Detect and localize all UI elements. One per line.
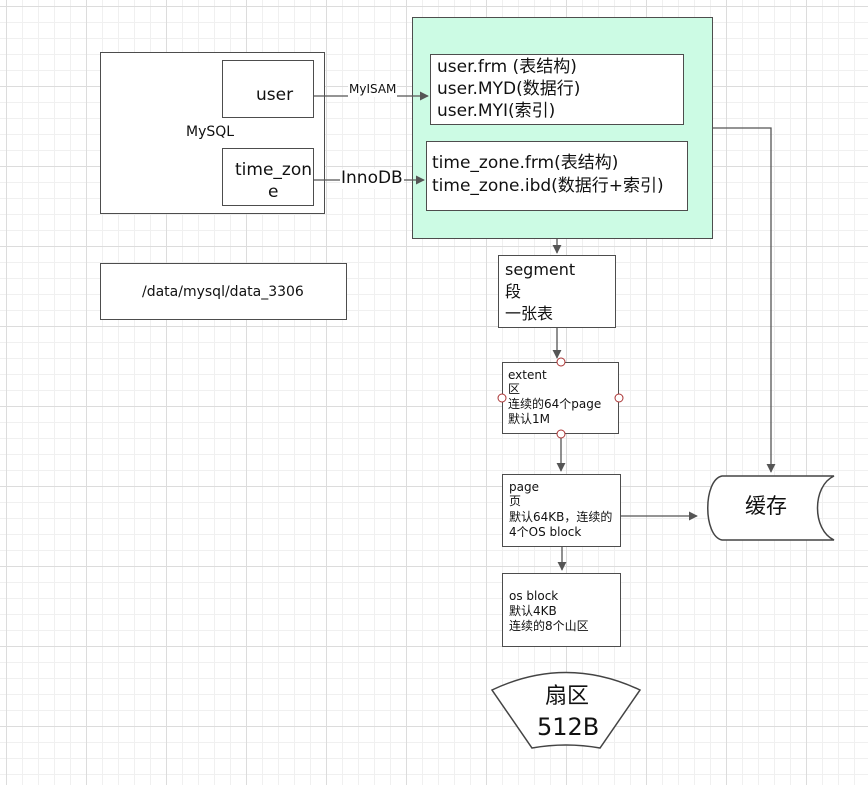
cache-shape[interactable] [707,475,835,541]
sector-shape[interactable] [490,671,642,749]
os-block-line-2: 默认4KB [509,604,557,618]
table-user-label: user [256,85,294,105]
page-line-3: 默认64KB，连续的 [509,510,613,524]
extent-line-3: 连续的64个page [508,397,602,411]
myisam-file-myd: user.MYD(数据行) [437,79,581,99]
myisam-files-box[interactable] [430,54,684,125]
mysql-label: MySQL [186,124,235,140]
table-time-zone-label-line1: time_zon [235,160,313,180]
extent-handle-bottom[interactable] [556,429,566,439]
extent-handle-right[interactable] [614,393,624,403]
page-box[interactable] [502,474,621,547]
table-time-zone[interactable] [222,148,314,206]
os-block-box[interactable] [502,573,621,647]
page-line-2: 页 [509,494,522,508]
extent-line-2: 区 [508,382,521,396]
os-block-line-3: 连续的8个山区 [509,619,589,633]
page-line-1: page [509,480,539,494]
engine-label-innodb: InnoDB [340,168,404,189]
extent-line-1: extent [508,368,547,382]
segment-line-1: segment [505,260,576,279]
myisam-file-myi: user.MYI(索引) [437,101,556,121]
engine-label-myisam: MyISAM [348,82,398,97]
table-time-zone-label-line2: e [268,182,279,202]
arrow-files-to-cache [713,127,776,473]
os-block-line-1: os block [509,589,559,603]
extent-handle-left[interactable] [497,393,507,403]
datadir-box[interactable] [100,263,347,320]
extent-line-4: 默认1M [508,412,550,426]
segment-line-3: 一张表 [505,304,554,323]
segment-line-2: 段 [505,282,522,301]
innodb-files-box[interactable] [426,141,688,211]
cache-label: 缓存 [745,494,787,518]
sector-label-name: 扇区 [545,684,590,709]
segment-box[interactable] [498,255,616,328]
innodb-file-ibd: time_zone.ibd(数据行+索引) [432,176,664,196]
table-user[interactable] [222,60,314,118]
datadir-path: /data/mysql/data_3306 [142,284,304,300]
page-line-4: 4个OS block [509,525,582,539]
sector-label-size: 512B [537,713,600,741]
extent-handle-top[interactable] [556,357,566,367]
innodb-file-frm: time_zone.frm(表结构) [432,153,619,173]
myisam-file-frm: user.frm (表结构) [437,57,577,77]
